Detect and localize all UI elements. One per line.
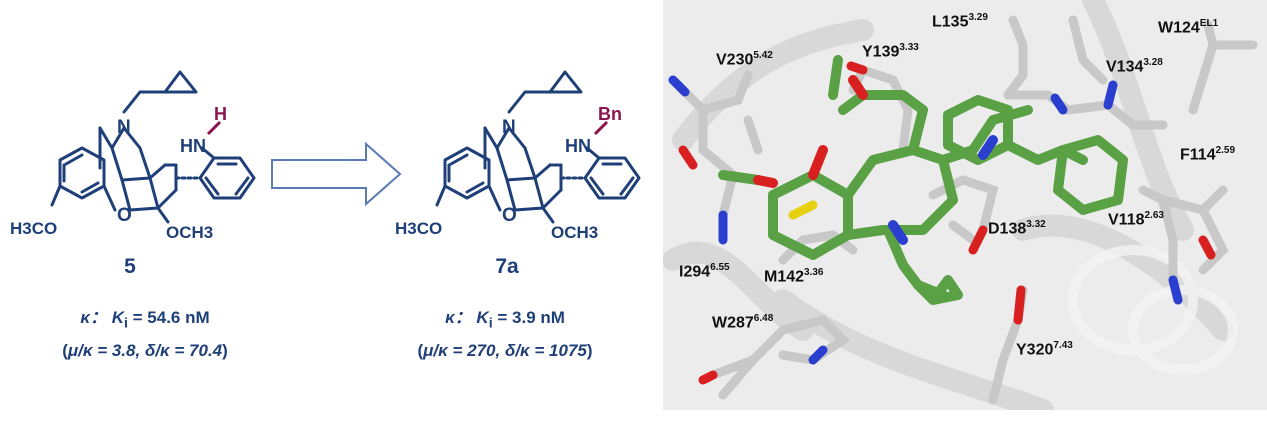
molecule-7a-structure: N O HN Bn H3CO OCH3 [395,70,641,242]
bn-substituent-label: Bn [598,104,622,124]
nh-label: HN [565,136,591,156]
residue-label-y320: Y3207.43 [1016,340,1073,359]
ring-oxygen-label: O [117,205,132,226]
nh-label: HN [180,136,206,156]
residue-label-v134: V1343.28 [1106,57,1163,76]
transformation-arrow [271,141,402,207]
h-substituent-label: H [214,104,227,124]
docking-pose-panel: L1353.29 W124EL1 V2305.42 Y1393.33 V1343… [663,0,1267,410]
residue-label-f114: F1142.59 [1180,145,1236,164]
residue-label-w124: W124EL1 [1158,18,1219,37]
docking-render [663,0,1258,410]
n-atom-label: N [502,117,516,138]
ring-oxygen-label: O [502,205,517,226]
residue-label-m142: M1423.36 [764,267,824,286]
methoxy-right-label: OCH3 [166,223,213,242]
methoxy-left-label: H3CO [395,219,442,238]
compound-5-number: 5 [124,255,136,278]
residue-label-v118: V1182.63 [1108,210,1164,229]
residue-label-y139: Y1393.33 [862,42,919,61]
n-atom-label: N [117,117,131,138]
compound-7a-ki: κ： Ki = 3.9 nM [445,308,565,332]
compound-5-selectivity: (μ/κ = 3.8, δ/κ = 70.4) [62,341,228,360]
molecule-5-structure: N O HN H H3CO OCH3 [10,70,256,242]
residue-label-w287: W2876.48 [712,313,774,332]
methoxy-right-label: OCH3 [551,223,598,242]
residue-label-l135: L1353.29 [932,12,988,31]
compound-7a-selectivity: (μ/κ = 270, δ/κ = 1075) [417,341,593,360]
compound-5-ki: κ： Ki = 54.6 nM [80,308,210,332]
methoxy-left-label: H3CO [10,219,57,238]
residue-label-d138: D1383.32 [988,219,1046,238]
compound-7a-number: 7a [495,255,519,278]
residue-label-v230: V2305.42 [716,50,773,69]
residue-label-i294: I2946.55 [679,262,730,281]
